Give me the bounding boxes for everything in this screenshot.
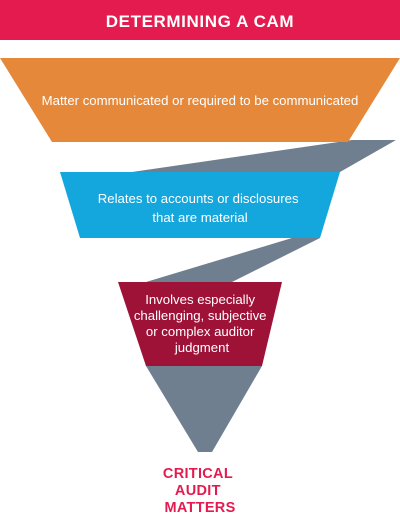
stage-2-trapezoid [60, 172, 340, 238]
stage-2-label: Relates to accounts or disclosures that … [98, 191, 303, 225]
result-line-3: MATTERS [164, 500, 235, 516]
result-line-1: CRITICAL [163, 466, 233, 482]
stage-3-line-4: judgment [174, 340, 230, 355]
diagram-title: DETERMINING A CAM [106, 12, 294, 31]
stage-3-line-1: Involves especially [145, 292, 255, 307]
result-label: CRITICAL AUDIT MATTERS [163, 466, 237, 516]
stage-3-label: Involves especially challenging, subject… [134, 292, 270, 355]
stage-3-line-3: or complex auditor [146, 324, 255, 339]
title-banner [0, 0, 400, 40]
stage-2-line-2: that are material [152, 210, 247, 225]
stage-3-trapezoid [118, 282, 282, 366]
ribbon-connector-1 [132, 140, 396, 172]
stage-1-line-1: Matter communicated or required to be co… [42, 93, 359, 108]
ribbon-connector-2 [146, 238, 320, 282]
stage-2-line-1: Relates to accounts or disclosures [98, 191, 299, 206]
stage-3-line-2: challenging, subjective [134, 308, 267, 323]
stage-1-label: Matter communicated or required to be co… [42, 93, 359, 108]
ribbon-connector-3 [146, 366, 262, 452]
stage-1-trapezoid [0, 58, 400, 142]
result-line-2: AUDIT [175, 483, 221, 499]
